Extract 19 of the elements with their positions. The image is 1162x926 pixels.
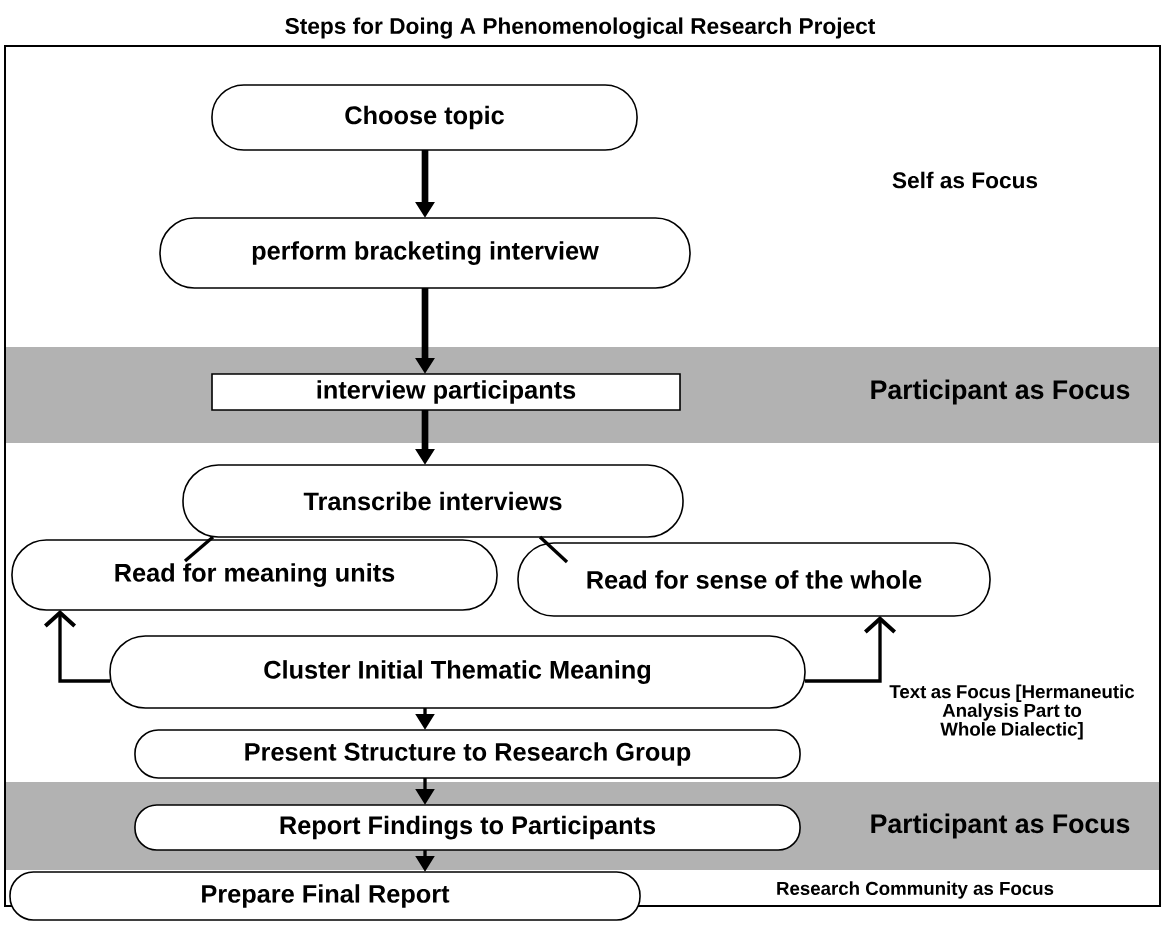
node-label: Prepare Final Report — [202, 884, 450, 908]
focus-label: Participant as Focus — [871, 813, 1130, 839]
rounded-box: Choose topic — [211, 84, 638, 151]
arrow — [805, 616, 897, 683]
focus-label: Text as Focus [Hermaneutic Analysis Part to Whole Dialectic] — [889, 684, 1135, 740]
rounded-box: Transcribe interviews — [182, 464, 684, 538]
process-box: interview participants — [211, 373, 681, 411]
rounded-box: Cluster Initial Thematic Meaning — [109, 635, 806, 709]
rounded-box: Report Findings to Participants — [134, 804, 801, 851]
focus-label: Participant as Focus — [871, 379, 1130, 405]
arrow — [44, 610, 110, 683]
rounded-box: Present Structure to Research Group — [134, 729, 801, 779]
rounded-box: perform bracketing interview — [159, 217, 691, 289]
title: Steps for Doing A Phenomenological Research Project — [285, 17, 876, 39]
focus-label: Self as Focus — [892, 171, 1038, 189]
rounded-box: Read for meaning units — [11, 539, 498, 611]
rounded-box: Read for sense of the whole — [517, 542, 991, 617]
rounded-box: Prepare Final Report — [9, 871, 641, 921]
focus-label: Research Community as Focus — [777, 881, 1054, 899]
